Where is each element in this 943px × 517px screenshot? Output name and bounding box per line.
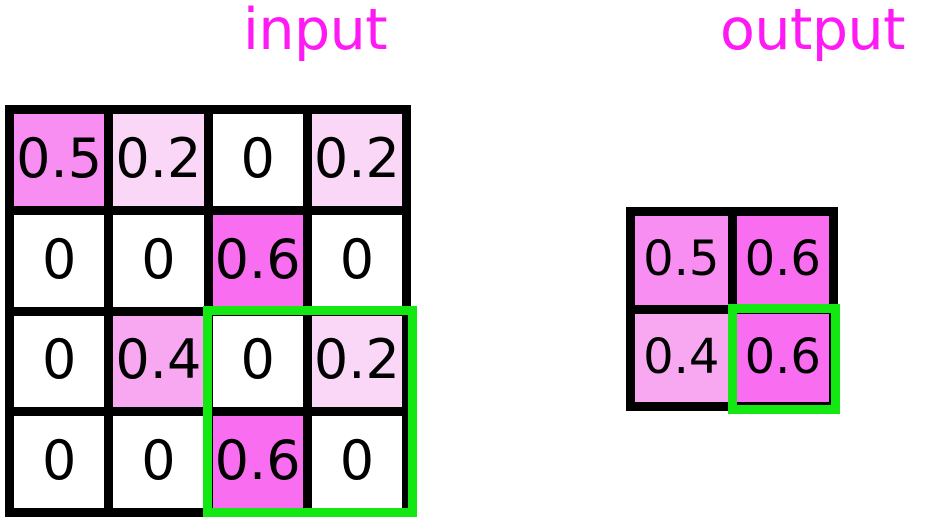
output-cell: 0.6 — [736, 313, 829, 402]
input-cell: 0 — [212, 315, 303, 408]
output-cell: 0.5 — [635, 216, 728, 305]
input-cell-value: 0.2 — [115, 126, 202, 190]
input-cell: 0 — [212, 114, 303, 206]
output-cell-value: 0.5 — [643, 231, 720, 288]
input-cell-value: 0.4 — [115, 328, 202, 392]
input-cell-value: 0 — [41, 429, 77, 493]
input-cell-value: 0 — [240, 328, 275, 392]
input-cell: 0 — [14, 315, 105, 408]
input-cell-value: 0.6 — [214, 227, 301, 291]
input-cell-value: 0.6 — [214, 429, 301, 493]
input-cell-value: 0 — [240, 126, 275, 190]
input-cell: 0 — [14, 214, 105, 307]
input-cell: 0.2 — [311, 315, 402, 408]
input-cell: 0 — [113, 214, 204, 307]
output-cell-value: 0.4 — [643, 328, 720, 385]
input-cell-value: 0 — [141, 429, 176, 493]
input-cell: 0 — [14, 416, 105, 508]
input-cell: 0 — [113, 416, 204, 508]
input-cell: 0.4 — [113, 315, 204, 408]
input-cell-value: 0 — [339, 429, 375, 493]
output-matrix: 0.5 0.6 0.4 0.6 — [626, 207, 838, 411]
input-cell-value: 0 — [41, 227, 77, 291]
input-cell-value: 0.2 — [313, 328, 400, 392]
output-cell-value: 0.6 — [744, 328, 821, 385]
input-cell: 0.5 — [14, 114, 105, 206]
input-cell-value: 0.5 — [16, 126, 103, 190]
input-cell: 0.6 — [212, 416, 303, 508]
input-title: input — [243, 0, 388, 63]
output-cell: 0.4 — [635, 313, 728, 402]
input-cell-value: 0.2 — [313, 126, 400, 190]
output-cell-value: 0.6 — [744, 231, 821, 288]
input-matrix: 0.5 0.2 0 0.2 0 0 0.6 0 0 0.4 0 0.2 0 0 … — [5, 105, 411, 517]
output-cell: 0.6 — [736, 216, 829, 305]
input-cell: 0.6 — [212, 214, 303, 307]
input-cell: 0 — [311, 416, 402, 508]
input-cell: 0.2 — [113, 114, 204, 206]
input-cell: 0 — [311, 214, 402, 307]
input-cell-value: 0 — [339, 227, 375, 291]
input-cell-value: 0 — [141, 227, 176, 291]
input-cell: 0.2 — [311, 114, 402, 206]
input-cell-value: 0 — [41, 328, 77, 392]
output-title: output — [720, 0, 906, 63]
